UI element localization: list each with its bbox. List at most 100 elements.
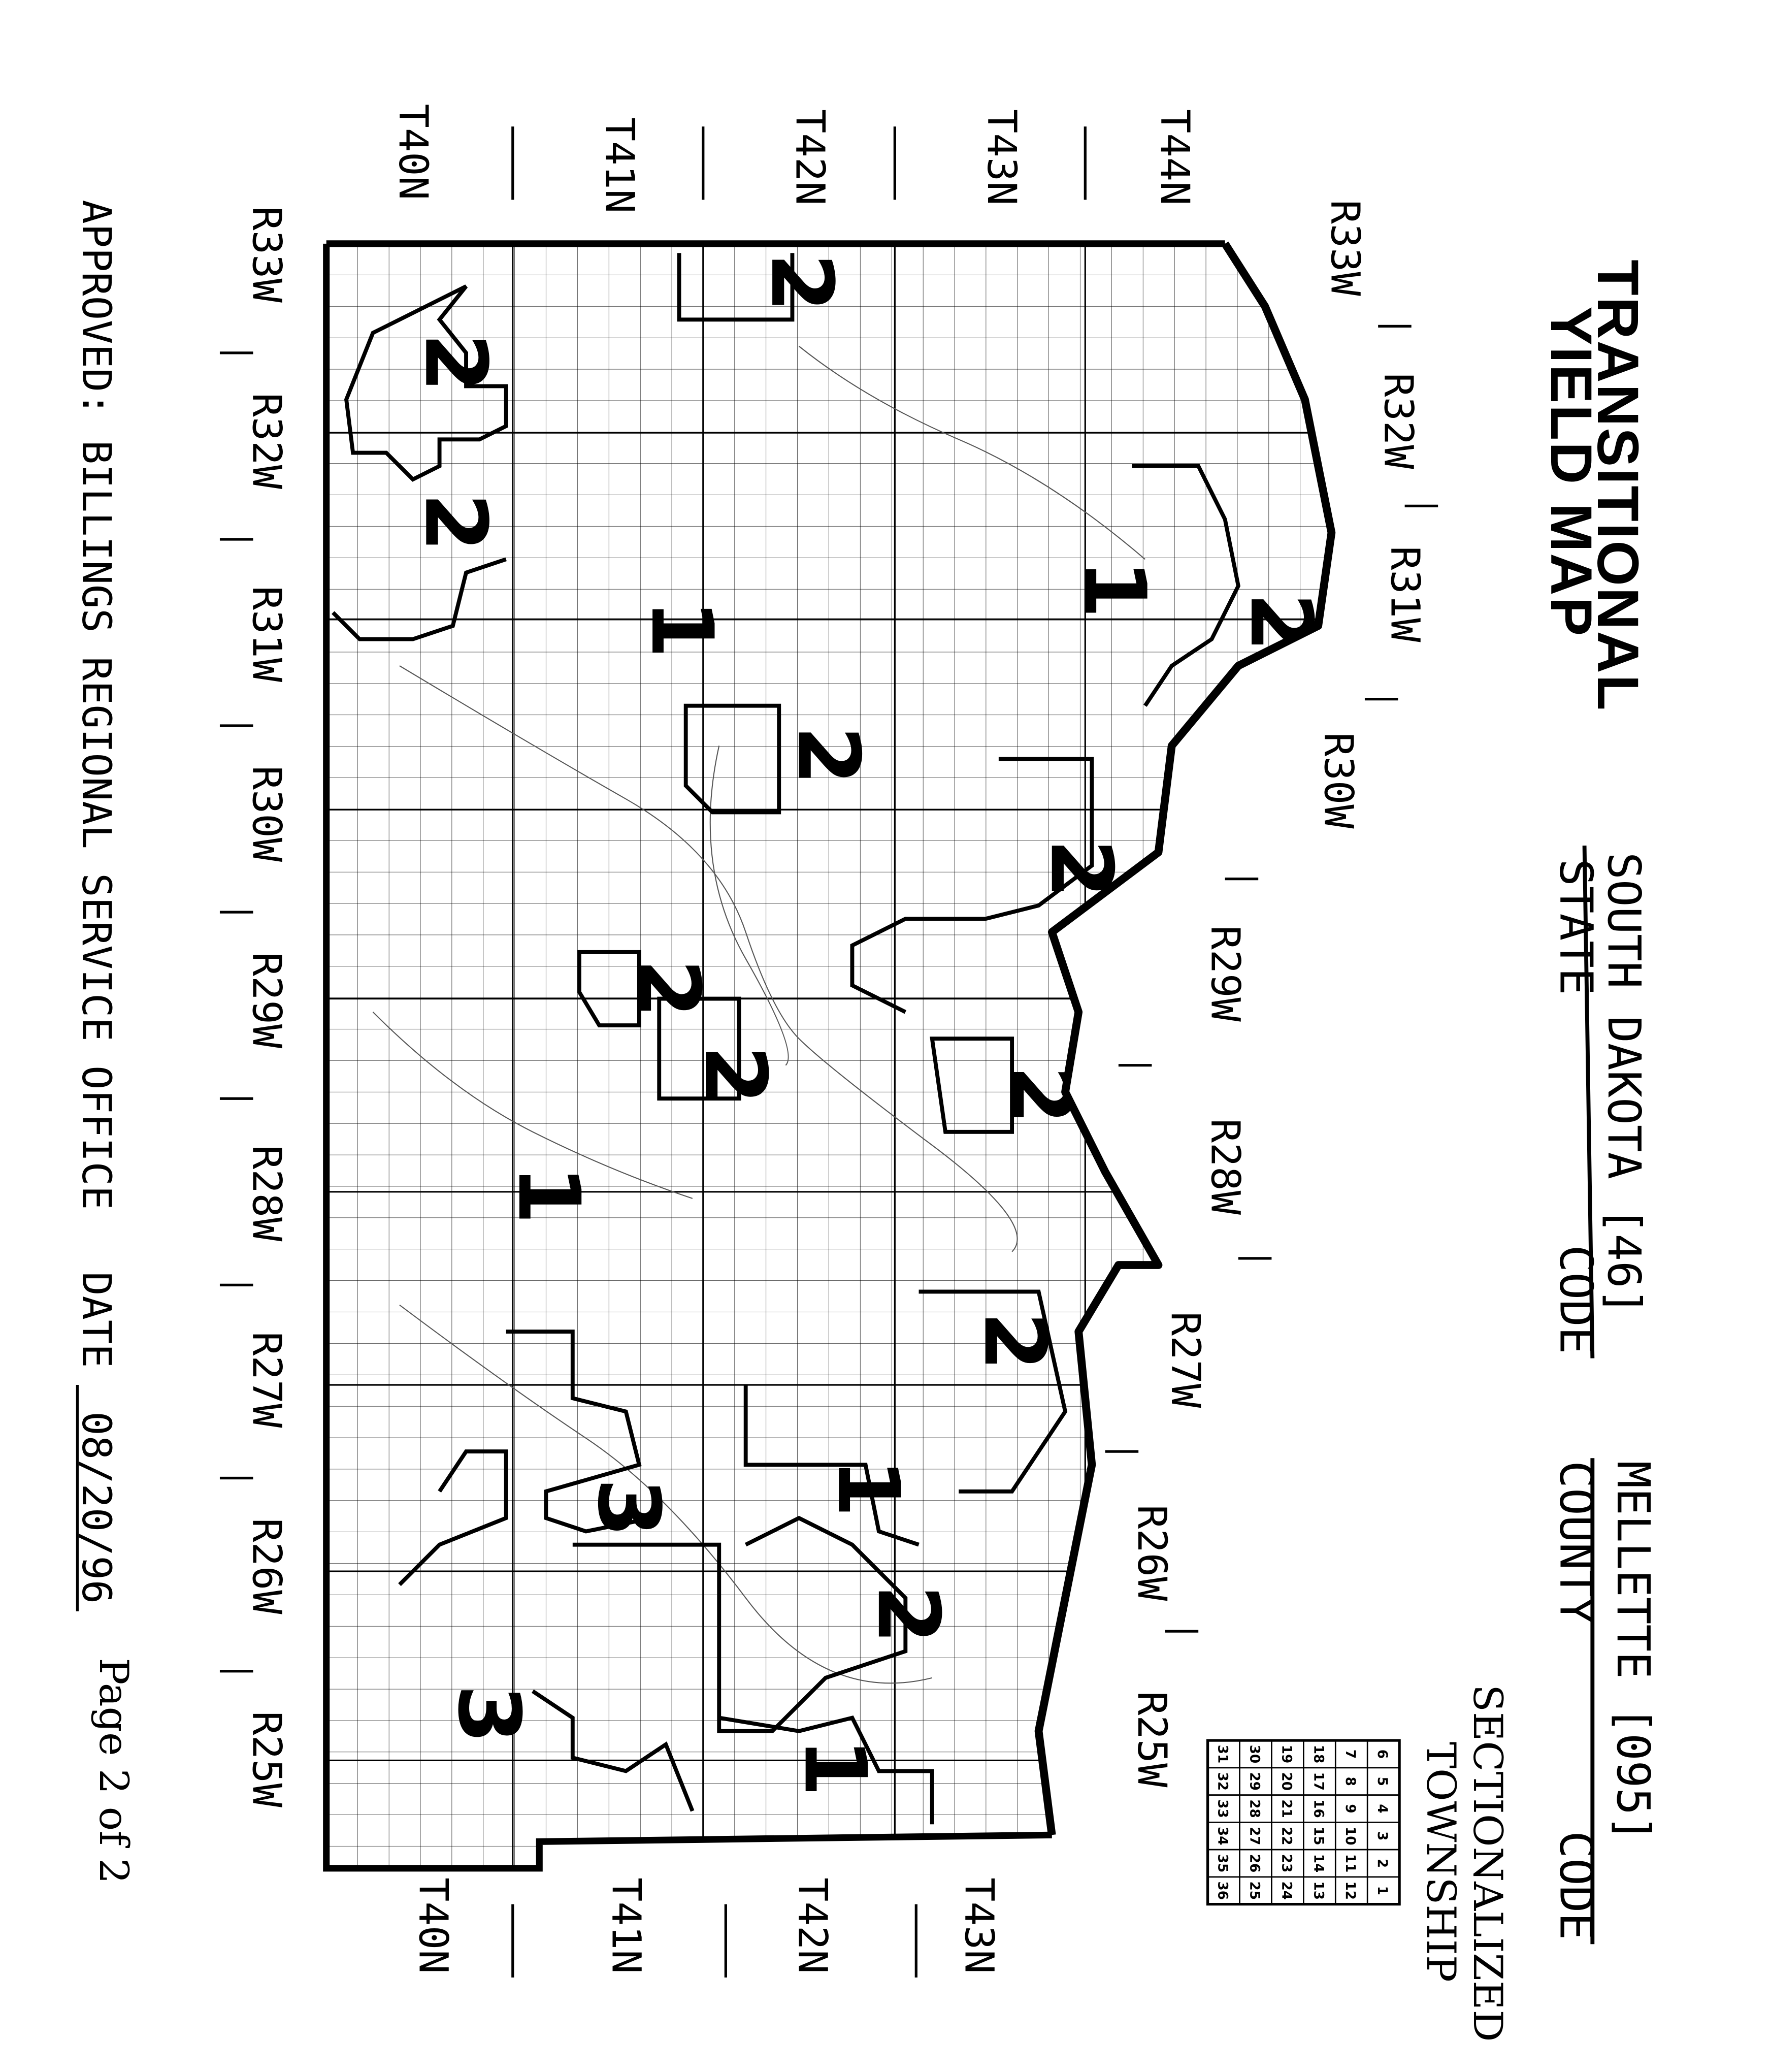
- township-label-left: T43N: [978, 109, 1025, 205]
- range-label-bottom: R30W: [243, 766, 290, 862]
- state-label: STATE: [1549, 859, 1602, 995]
- section-number: 26: [1247, 1854, 1262, 1873]
- yield-zone-label: 3: [579, 1478, 678, 1538]
- section-number: 27: [1247, 1827, 1262, 1846]
- grid-labels: R33W R32W R31W R30W R29W R28W R27W R26W R25W R33W…: [219, 104, 1438, 1978]
- range-label-bottom: R32W: [243, 393, 290, 490]
- yield-zone-label: 2: [619, 959, 718, 1018]
- range-label-top: R28W: [1202, 1119, 1249, 1215]
- county-value: MELLETTE [095]: [1606, 1461, 1659, 1842]
- section-number: 35: [1215, 1854, 1230, 1873]
- section-number: 12: [1342, 1881, 1358, 1900]
- township-label-left: T41N: [596, 117, 643, 213]
- legend-title-1: SECTIONALIZED: [1464, 1685, 1511, 2042]
- section-number: 16: [1310, 1799, 1326, 1818]
- section-number: 3: [1374, 1831, 1390, 1840]
- section-number: 1: [1374, 1886, 1390, 1895]
- section-number: 7: [1342, 1750, 1358, 1759]
- section-number: 8: [1342, 1777, 1358, 1786]
- range-label-top: R33W: [1322, 200, 1368, 296]
- section-grid: 6543217891011121817161514131920212223243…: [1206, 1739, 1401, 1906]
- section-number: 33: [1215, 1799, 1230, 1818]
- legend-title-2: TOWNSHIP: [1418, 1742, 1464, 1982]
- range-label-top: R29W: [1202, 925, 1249, 1022]
- yield-zone-label: 1: [818, 1458, 918, 1517]
- title-line-2: YIELD MAP: [1538, 306, 1603, 637]
- range-label-bottom: R33W: [243, 206, 290, 303]
- township-label-left: T42N: [786, 109, 833, 205]
- yield-zone-label: 2: [779, 726, 878, 785]
- section-number: 36: [1215, 1881, 1230, 1900]
- range-label-top: R31W: [1382, 546, 1428, 642]
- state-code-label: CODE: [1549, 1245, 1602, 1354]
- yield-zone-label: 1: [632, 599, 732, 659]
- section-cell: [1207, 1876, 1240, 1905]
- yield-zone-label: 1: [1065, 559, 1164, 619]
- section-number: 15: [1310, 1827, 1326, 1846]
- township-label-right: T42N: [790, 1877, 836, 1973]
- yield-zone-label: 2: [965, 1312, 1065, 1371]
- section-number: 20: [1278, 1772, 1294, 1791]
- date-value: 08/20/96: [73, 1411, 120, 1604]
- range-label-bottom: R28W: [243, 1145, 290, 1242]
- township-label-right: T43N: [956, 1877, 1002, 1973]
- township-label-left: T44N: [1152, 109, 1198, 205]
- section-number: 34: [1215, 1827, 1230, 1846]
- yield-zone-label: 2: [685, 1045, 785, 1105]
- county-border: [323, 240, 1225, 1872]
- range-label-top: R26W: [1129, 1505, 1175, 1601]
- streams: [372, 345, 1145, 1684]
- township-label-left: T40N: [390, 104, 437, 200]
- section-number: 29: [1247, 1772, 1262, 1791]
- yield-zone-label: 2: [406, 493, 505, 552]
- section-number: 21: [1278, 1799, 1294, 1818]
- yield-zone-label: 3: [439, 1685, 539, 1744]
- section-number: 28: [1247, 1799, 1262, 1818]
- section-number: 9: [1342, 1804, 1358, 1813]
- state-value: SOUTH DAKOTA [46]: [1597, 852, 1650, 1315]
- section-number: 10: [1342, 1827, 1358, 1846]
- township-label-right: T40N: [410, 1877, 456, 1973]
- section-number: 4: [1374, 1804, 1390, 1813]
- township-label-right: T41N: [603, 1877, 649, 1973]
- page-number: Page 2 of 2: [90, 1658, 137, 1884]
- section-number: 22: [1278, 1827, 1294, 1846]
- yield-zone-label: 1: [499, 1165, 599, 1224]
- section-number: 18: [1310, 1745, 1326, 1764]
- yield-zone-label: 2: [1032, 839, 1131, 898]
- yield-zone-label: 2: [752, 253, 851, 312]
- date-label: DATE: [73, 1272, 120, 1368]
- sectionalized-township-legend: SECTIONALIZED TOWNSHIP 65432178910111218…: [1206, 1685, 1511, 2042]
- yield-zone-label: 2: [406, 333, 505, 393]
- yield-zone-boundaries: [332, 253, 1240, 1825]
- section-number: 17: [1310, 1772, 1326, 1791]
- section-number: 13: [1310, 1881, 1326, 1900]
- range-label-top: R30W: [1315, 732, 1362, 829]
- section-number: 5: [1374, 1777, 1390, 1786]
- section-number: 32: [1215, 1772, 1230, 1791]
- approval-footer: APPROVED: BILLINGS REGIONAL SERVICE OFFI…: [73, 200, 137, 1884]
- section-number: 30: [1247, 1745, 1262, 1764]
- title-line-1: TRANSITIONAL: [1585, 260, 1650, 711]
- white-river-boundary: [1034, 241, 1336, 1836]
- range-label-bottom: R25W: [243, 1711, 290, 1807]
- state-underline: [1582, 845, 1595, 1358]
- section-number: 19: [1278, 1745, 1294, 1764]
- map-header: TRANSITIONAL YIELD MAP SOUTH DAKOTA [46]…: [1538, 260, 1659, 1945]
- section-number: 25: [1247, 1881, 1262, 1900]
- yield-zone-label: 2: [859, 1584, 958, 1644]
- county-code-label: CODE: [1549, 1831, 1602, 1940]
- approved-by: APPROVED: BILLINGS REGIONAL SERVICE OFFI…: [73, 200, 120, 1210]
- range-label-bottom: R26W: [243, 1518, 290, 1614]
- range-label-bottom: R31W: [243, 586, 290, 683]
- section-number: 14: [1310, 1854, 1326, 1873]
- section-number: 24: [1278, 1881, 1294, 1900]
- range-label-bottom: R27W: [243, 1332, 290, 1428]
- section-number: 23: [1278, 1854, 1294, 1873]
- range-label-top: R27W: [1162, 1312, 1209, 1408]
- range-label-top: R25W: [1129, 1691, 1175, 1788]
- section-number: 11: [1342, 1854, 1358, 1873]
- county-label: COUNTY: [1549, 1461, 1602, 1624]
